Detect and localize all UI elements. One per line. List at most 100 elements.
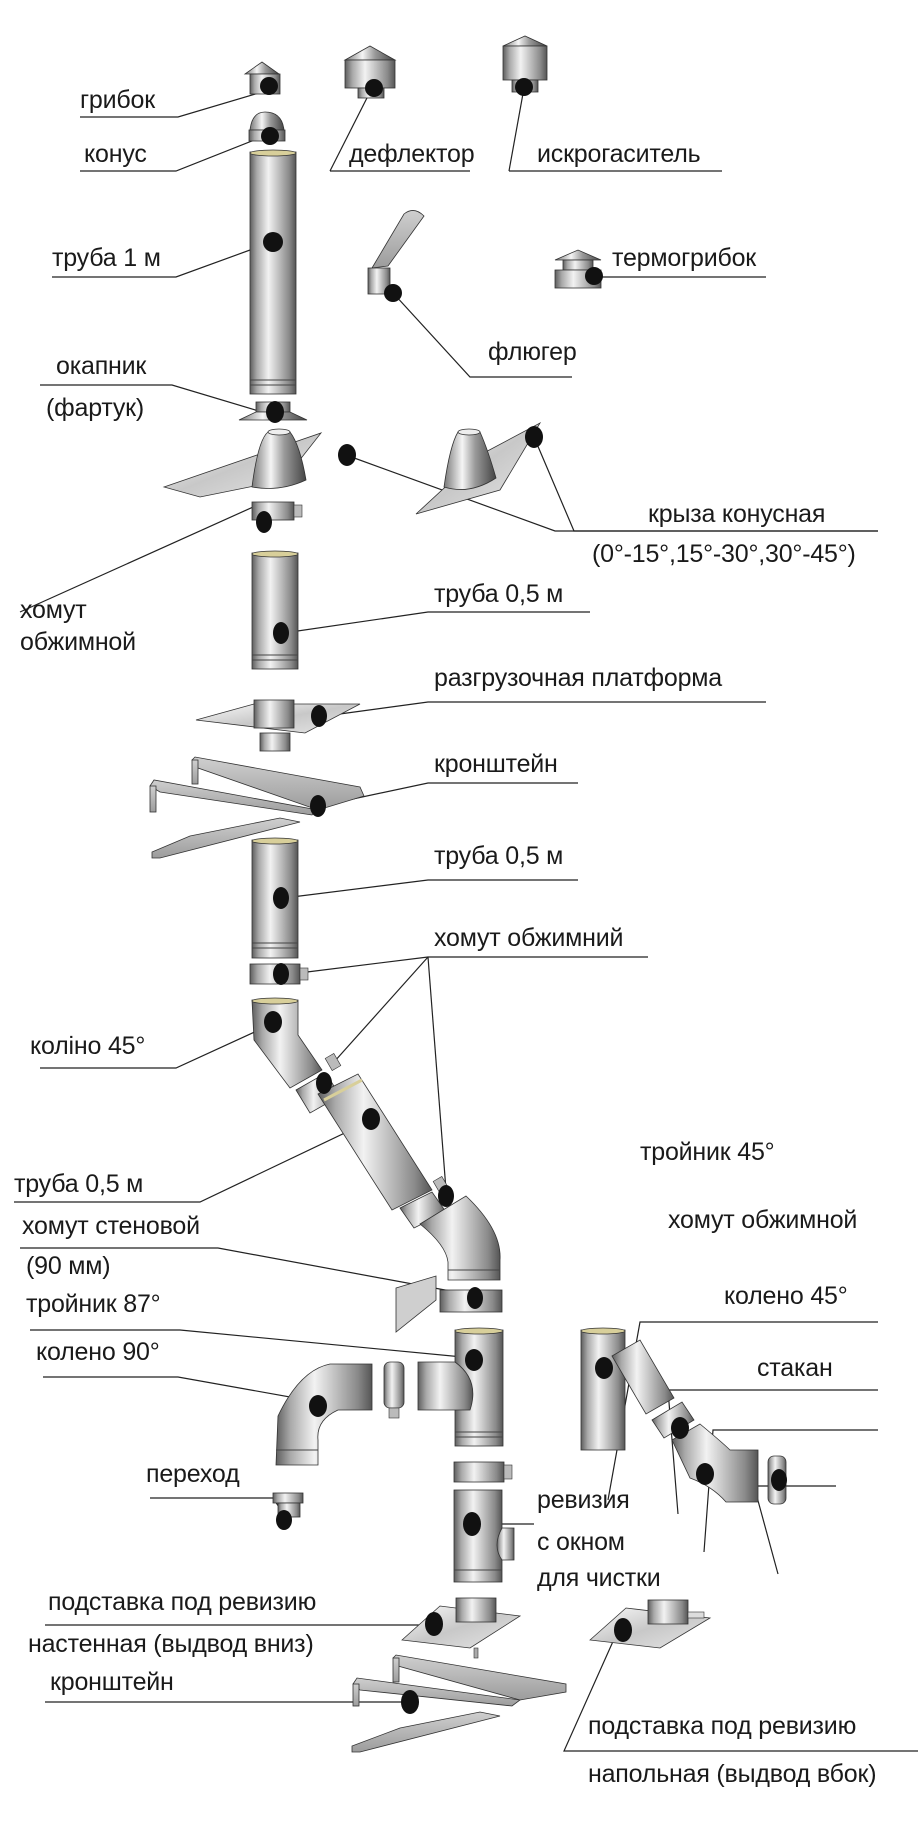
label-razgruzochnaya-platforma: разгрузочная платформа [434, 664, 722, 692]
homut-stenovoi-part [395, 1275, 503, 1333]
label-kolino-45: коліно 45° [30, 1032, 146, 1060]
kryza-konusnaya-part-2 [415, 421, 542, 515]
leader-fluger [393, 293, 572, 378]
label-dlya-chistki: для чистки [537, 1564, 661, 1592]
label-fluger: флюгер [488, 338, 577, 366]
marker-homut-stenovoi [467, 1287, 483, 1309]
label-truba-05-c: труба 0,5 м [14, 1170, 144, 1198]
label-homut-stenovoi: хомут стеновой [22, 1212, 200, 1240]
label-kryza-konusnaya: крыза конусная [648, 500, 826, 528]
marker-stakan [771, 1469, 787, 1491]
homut-obzhimnoi-tee-ring [383, 1361, 405, 1419]
leader-homut-3 [427, 956, 447, 1191]
marker-kryza-2 [525, 426, 543, 448]
marker-iskrogasitel [515, 78, 533, 96]
label-gribok: грибок [80, 86, 155, 114]
homut-obzhimnoi-2-part [651, 1401, 695, 1439]
label-kryza-angles: (0°-15°,15°-30°,30°-45°) [592, 540, 856, 568]
leader-platforma [324, 701, 766, 717]
leader-troinik-87 [30, 1329, 474, 1359]
label-90mm: (90 мм) [26, 1252, 111, 1280]
marker-homut-obzhimniy-2 [316, 1072, 332, 1094]
leader-homut-1 [19, 502, 263, 613]
label-truba-05-a: труба 0,5 м [434, 580, 564, 608]
marker-fluger [384, 284, 402, 302]
leader-homut-stenovoi [20, 1247, 473, 1296]
marker-gribok [260, 77, 278, 95]
leader-truba-05-c [14, 1119, 373, 1203]
troinik-45-part [580, 1327, 675, 1451]
podstavka-nastennaya-part [401, 1597, 522, 1659]
label-fartuk: (фартук) [46, 394, 145, 422]
leader-truba-05-b [283, 879, 578, 899]
truba-1m-part [249, 149, 297, 395]
marker-kronshtein-1 [310, 795, 326, 817]
label-s-oknom: с окном [537, 1528, 625, 1556]
marker-koleno-90 [309, 1395, 327, 1417]
label-truba-1m: труба 1 м [52, 244, 161, 272]
marker-homut-obzhimnoi-2 [671, 1417, 689, 1439]
label-perehod: переход [146, 1460, 240, 1488]
label-podstavka-nastennaya-1: подставка под ревизию [48, 1588, 317, 1616]
label-kronshtein-2: кронштейн [50, 1668, 174, 1696]
marker-perehod [276, 1510, 292, 1530]
marker-podstavka-nast [425, 1612, 443, 1636]
marker-kronshtein-2 [401, 1690, 419, 1714]
label-konus: конус [84, 140, 147, 168]
marker-podstavka-nap [614, 1618, 632, 1642]
marker-okapnik [266, 401, 284, 423]
podstavka-napolnaya-part [589, 1599, 712, 1649]
markers [256, 77, 787, 1714]
marker-homut-1 [256, 511, 272, 533]
marker-platforma [311, 705, 327, 727]
label-kronshtein-1: кронштейн [434, 750, 558, 778]
truba-05-c-part [317, 1073, 433, 1211]
marker-kryza-1 [338, 444, 356, 466]
leader-konus [80, 136, 263, 172]
marker-konus [261, 127, 279, 145]
marker-kolino-45 [264, 1011, 282, 1033]
marker-termogribok [585, 267, 603, 285]
homut-obzhimnoi-revision-ring [453, 1461, 513, 1483]
leader-kryza-2 [533, 436, 878, 532]
leader-truba-1m [52, 241, 273, 278]
troinik-87-part [417, 1327, 504, 1447]
marker-truba-1m [263, 232, 283, 252]
leader-koleno-90 [43, 1376, 319, 1403]
kronshtein-2-part [351, 1654, 567, 1753]
marker-troinik-45 [595, 1357, 613, 1379]
koleno-lower-45-part [419, 1195, 501, 1281]
label-deflektor: дефлектор [349, 140, 475, 168]
label-obzhimnoi: обжимной [20, 628, 136, 656]
label-truba-05-b: труба 0,5 м [434, 842, 564, 870]
koleno-90-part [275, 1363, 373, 1466]
label-homut: хомут [20, 596, 87, 624]
leader-gribok [80, 91, 263, 118]
leader-deflektor [329, 87, 373, 172]
leader-iskrogasitel [508, 87, 525, 172]
truba-05-a-part [251, 550, 299, 670]
reviziya-part [453, 1489, 515, 1583]
marker-truba-05-b [273, 887, 289, 909]
label-podstavka-napolnaya-1: подставка под ревизию [588, 1712, 857, 1740]
leader-podstavka-nap [563, 1627, 918, 1752]
leader-okapnik [40, 384, 263, 413]
leader-truba-05-a [276, 611, 590, 635]
label-reviziya: ревизия [537, 1486, 630, 1514]
label-iskrogasitel: искрогаситель [537, 140, 701, 168]
label-okapnik: окапник [56, 352, 147, 380]
marker-troinik-87 [465, 1349, 483, 1371]
label-stakan: стакан [757, 1354, 833, 1382]
razgruzochnaya-platforma-part [195, 699, 361, 752]
leader-perehod [150, 1497, 284, 1514]
fluger-part [367, 210, 425, 295]
marker-homut-obzhimniy-3 [438, 1185, 454, 1207]
label-termogribok: термогрибок [612, 244, 757, 272]
label-koleno-45: колено 45° [724, 1282, 848, 1310]
marker-deflektor [365, 79, 383, 97]
label-troinik-45: тройник 45° [640, 1138, 775, 1166]
label-koleno-90: колено 90° [36, 1338, 160, 1366]
label-troinik-87: тройник 87° [26, 1290, 161, 1318]
